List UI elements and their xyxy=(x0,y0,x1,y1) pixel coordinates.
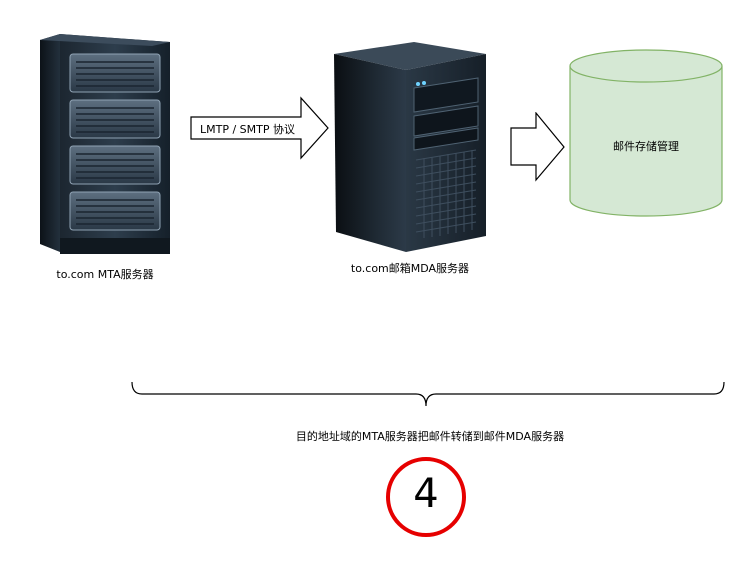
protocol-arrow xyxy=(190,96,330,160)
brace-caption: 目的地址域的MTA服务器把邮件转储到邮件MDA服务器 xyxy=(295,430,565,443)
storage-label: 邮件存储管理 xyxy=(613,140,679,153)
storage-arrow xyxy=(510,112,566,182)
mda-server-icon xyxy=(328,40,496,258)
storage-cylinder xyxy=(566,48,726,220)
grouping-brace xyxy=(128,380,728,410)
protocol-arrow-label: LMTP / SMTP 协议 xyxy=(200,123,295,136)
mta-server-label: to.com MTA服务器 xyxy=(56,268,154,281)
mda-server-label: to.com邮箱MDA服务器 xyxy=(350,262,470,275)
mta-server-icon xyxy=(30,32,180,262)
step-circle xyxy=(385,456,467,538)
step-number: 4 xyxy=(413,471,439,517)
